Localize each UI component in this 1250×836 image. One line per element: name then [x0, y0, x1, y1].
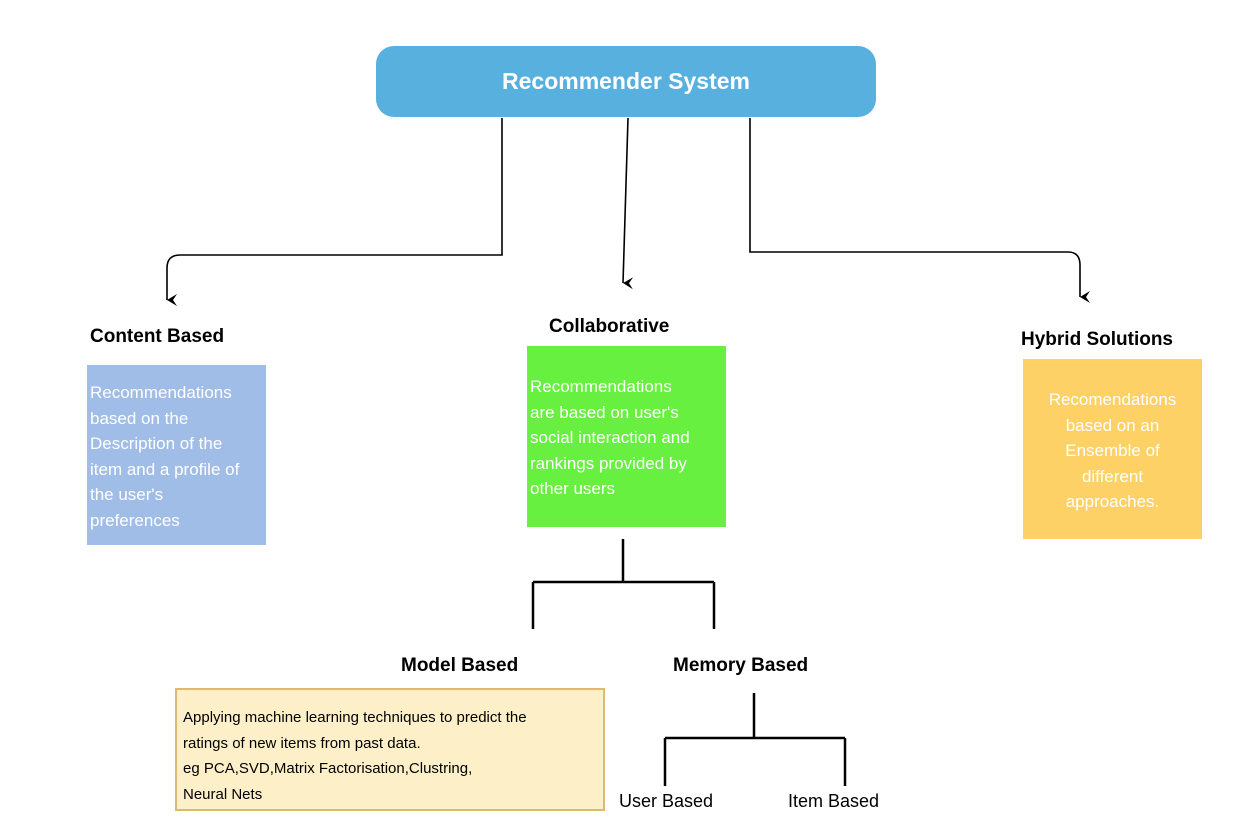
box-hybrid-solutions: Recomendations based on an Ensemble of d…	[1023, 359, 1202, 539]
heading-hybrid-solutions: Hybrid Solutions	[1021, 329, 1173, 350]
model-based-line: eg PCA,SVD,Matrix Factorisation,Clustrin…	[183, 760, 473, 777]
heading-collaborative: Collaborative	[549, 316, 670, 337]
heading-memory-based: Memory Based	[673, 655, 809, 676]
leaf-user-based: User Based	[619, 791, 714, 811]
connector-root-to-collaborative	[622, 117, 634, 290]
hybrid-line: Recomendations	[1048, 390, 1177, 409]
content-based-line: Recommendations	[90, 383, 232, 402]
collaborative-line: social interaction and	[530, 428, 690, 447]
box-model-based: Applying machine learning techniques to …	[175, 688, 605, 811]
collaborative-line: are based on user's	[530, 402, 679, 422]
model-based-line: Applying machine learning techniques to …	[183, 709, 527, 726]
root-title: Recommender System	[502, 68, 750, 94]
collaborative-line: other users	[530, 479, 616, 498]
model-based-line: ratings of new items from past data.	[183, 734, 421, 752]
collaborative-line: Recommendations	[530, 377, 672, 396]
bracket-collaborative	[531, 539, 716, 629]
heading-content-based: Content Based	[90, 326, 225, 347]
content-based-line: Description of the	[90, 434, 223, 453]
hybrid-line: approaches.	[1065, 492, 1160, 511]
box-collaborative: Recommendations are based on user's soci…	[527, 346, 726, 527]
bracket-memory-based	[663, 693, 847, 786]
model-based-line: Neural Nets	[183, 785, 263, 803]
box-content-based: Recommendations based on the Description…	[87, 365, 266, 545]
heading-model-based: Model Based	[401, 655, 519, 676]
connector-root-to-hybrid	[749, 118, 1090, 303]
hybrid-line: different	[1081, 466, 1144, 486]
content-based-line: preferences	[90, 510, 180, 530]
collaborative-line: rankings provided by	[530, 453, 687, 473]
hybrid-line: based on an	[1065, 415, 1160, 435]
content-based-line: item and a profile of	[90, 459, 240, 479]
hybrid-line: Ensemble of	[1065, 441, 1160, 460]
root-node-recommender-system: Recommender System	[376, 46, 876, 117]
content-based-line: the user's	[90, 485, 164, 504]
content-based-line: based on the	[90, 408, 189, 428]
connector-root-to-content	[166, 118, 503, 306]
leaf-item-based: Item Based	[788, 791, 880, 811]
